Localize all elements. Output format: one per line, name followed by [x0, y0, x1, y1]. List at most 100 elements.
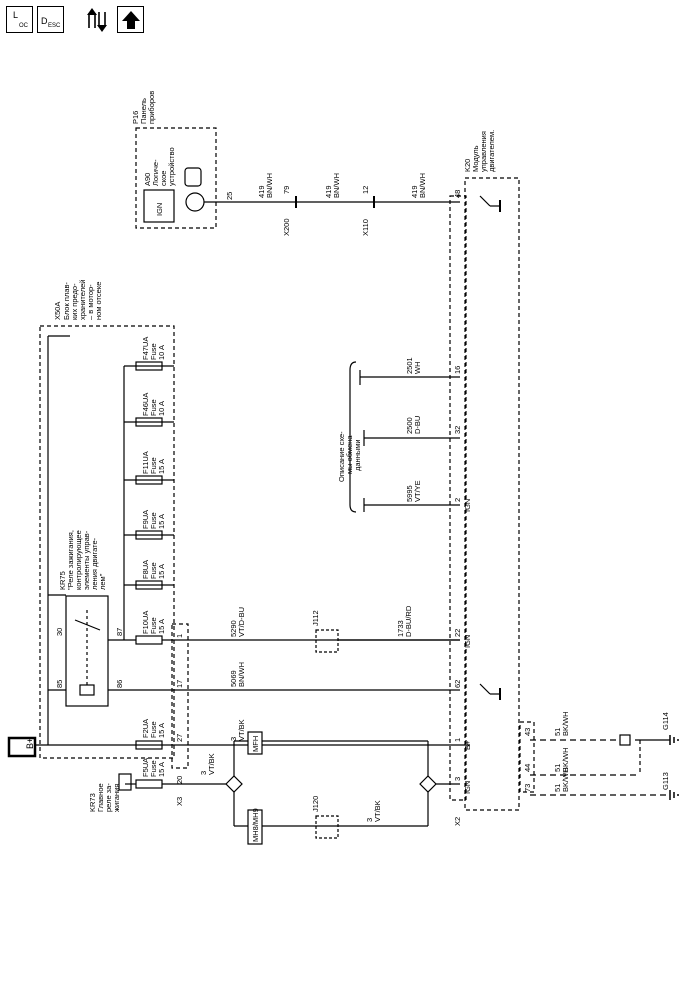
svg-text:данными: данными	[353, 439, 362, 471]
svg-text:419: 419	[410, 185, 419, 198]
svg-text:Логиче-: Логиче-	[151, 159, 160, 186]
fuse-block-outline	[39, 325, 175, 759]
svg-text:F2UA: F2UA	[141, 719, 150, 738]
svg-text:2500: 2500	[405, 417, 414, 434]
splice-j120	[315, 815, 339, 839]
labels: B+ X50A Блок плав- ких предо- хранителей…	[25, 91, 670, 842]
svg-text:10 A: 10 A	[157, 345, 166, 360]
svg-text:J112: J112	[311, 610, 320, 626]
svg-text:J120: J120	[311, 796, 320, 812]
svg-text:X200: X200	[282, 218, 291, 236]
ign-indicator-box	[143, 189, 175, 223]
svg-text:43: 43	[523, 728, 532, 736]
svg-text:20: 20	[175, 776, 184, 784]
svg-text:22: 22	[453, 629, 462, 637]
svg-text:A90: A90	[143, 173, 152, 186]
svg-text:51: 51	[553, 784, 562, 792]
svg-text:Модуль: Модуль	[471, 145, 480, 172]
ground-symbols	[669, 735, 679, 800]
svg-text:Fuse: Fuse	[149, 399, 158, 416]
ecm-outline	[464, 177, 520, 811]
svg-text:Fuse: Fuse	[149, 512, 158, 529]
svg-text:IGN: IGN	[463, 499, 472, 512]
svg-text:Панель: Панель	[139, 98, 148, 124]
splice-j112	[315, 629, 339, 653]
svg-text:лем": лем"	[98, 573, 107, 590]
svg-text:3: 3	[453, 777, 462, 781]
ecm-id: K20	[463, 159, 472, 172]
relay-kr75	[65, 595, 109, 707]
arrow-up-icon	[122, 11, 140, 29]
data-bus-bracket	[349, 361, 357, 513]
svg-text:Fuse: Fuse	[149, 562, 158, 579]
svg-text:BK/WH: BK/WH	[561, 767, 570, 792]
svg-text:15 A: 15 A	[157, 564, 166, 579]
svg-text:79: 79	[282, 186, 291, 194]
svg-text:VT/YE: VT/YE	[413, 480, 422, 502]
svg-text:25: 25	[225, 192, 234, 200]
relay-kr75-id: KR75	[58, 571, 67, 590]
svg-text:MH8/MH9: MH8/MH9	[251, 808, 260, 842]
fuse-f10ua	[135, 635, 163, 645]
svg-text:73: 73	[523, 784, 532, 792]
fuse-block-connector-x3	[171, 623, 189, 769]
svg-text:устройство: устройство	[167, 147, 176, 186]
svg-text:5290: 5290	[229, 620, 238, 637]
svg-text:12: 12	[361, 186, 370, 194]
fuse-f46ua	[135, 417, 163, 427]
svg-text:ном отсеке: ном отсеке	[94, 282, 103, 320]
indicator-lamp	[185, 192, 205, 212]
relay-kr73-id: KR73	[88, 793, 97, 812]
fuse-f8ua	[135, 580, 163, 590]
svg-text:D-BU/RD: D-BU/RD	[404, 605, 413, 637]
battery-label: B+	[25, 738, 35, 749]
svg-text:ское: ское	[159, 171, 168, 186]
svg-text:15 A: 15 A	[157, 459, 166, 474]
svg-text:27: 27	[175, 734, 184, 742]
description-button[interactable]: D ESC	[37, 6, 64, 33]
svg-text:1: 1	[453, 738, 462, 742]
svg-text:3: 3	[199, 771, 208, 775]
data-flow-button[interactable]	[86, 6, 112, 33]
svg-text:5995: 5995	[405, 485, 414, 502]
fuse-f2ua	[135, 740, 163, 750]
location-icon: L OC	[13, 10, 29, 29]
relay-coil	[79, 684, 95, 696]
svg-text:F5UA: F5UA	[141, 758, 150, 777]
svg-text:419: 419	[257, 185, 266, 198]
location-button[interactable]: L OC	[6, 6, 33, 33]
data-flow-icon	[87, 8, 107, 32]
svg-text:2: 2	[453, 498, 462, 502]
description-sub: ESC	[48, 23, 61, 29]
toolbar: L OC D ESC	[0, 0, 200, 40]
svg-text:15 A: 15 A	[157, 723, 166, 738]
svg-text:F10UA: F10UA	[141, 611, 150, 634]
svg-text:Fuse: Fuse	[149, 617, 158, 634]
svg-text:17: 17	[175, 680, 184, 688]
relay-kr73	[118, 773, 132, 791]
engine-icon	[184, 167, 202, 187]
svg-text:16: 16	[453, 366, 462, 374]
svg-text:1733: 1733	[396, 620, 405, 637]
scroll-up-button[interactable]	[117, 6, 144, 33]
svg-text:Fuse: Fuse	[149, 721, 158, 738]
fuse-block-id: X50A	[53, 302, 62, 320]
svg-text:F46UA: F46UA	[141, 393, 150, 416]
svg-text:3: 3	[365, 818, 374, 822]
svg-text:D-BU: D-BU	[413, 416, 422, 434]
svg-text:85: 85	[55, 680, 64, 688]
svg-text:F11UA: F11UA	[141, 451, 150, 474]
svg-text:30: 30	[55, 628, 64, 636]
svg-text:51: 51	[553, 764, 562, 772]
svg-text:элементы управ-: элементы управ-	[82, 530, 91, 590]
svg-text:Описание схе-: Описание схе-	[337, 431, 346, 482]
svg-text:реле за-: реле за-	[104, 783, 113, 812]
svg-text:32: 32	[453, 426, 462, 434]
svg-text:5069: 5069	[229, 670, 238, 687]
svg-text:Fuse: Fuse	[149, 457, 158, 474]
svg-text:VT/D-BU: VT/D-BU	[237, 607, 246, 637]
battery-box	[7, 736, 37, 758]
svg-text:51: 51	[553, 728, 562, 736]
location-sub: OC	[19, 23, 29, 29]
